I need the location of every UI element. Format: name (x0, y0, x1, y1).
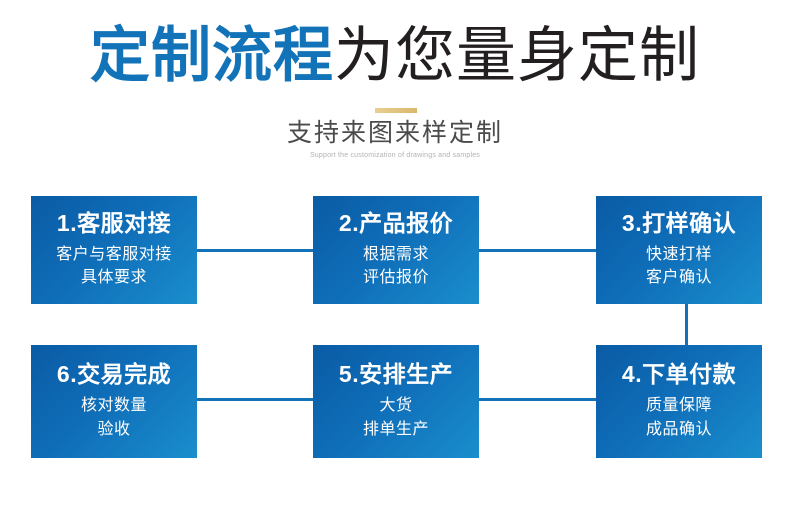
page-title-accent: 定制流程 (90, 22, 334, 89)
connector-step5-step6 (190, 398, 320, 401)
flow-step-1[interactable]: 1.客服对接 客户与客服对接 具体要求 (31, 196, 197, 304)
flow-step-3-desc-line1: 快速打样 (645, 245, 712, 263)
flow-step-4-title: 4.下单付款 (621, 361, 737, 388)
flow-step-2-desc: 根据需求 评估报价 (363, 243, 429, 289)
flow-step-5-desc-line2: 排单生产 (362, 420, 429, 438)
flow-step-4[interactable]: 4.下单付款 质量保障 成品确认 (596, 345, 762, 458)
flow-step-6-desc-line1: 核对数量 (80, 397, 147, 415)
connector-step3-step4 (685, 298, 688, 350)
flow-step-6-desc: 核对数量 验收 (81, 394, 147, 440)
flow-step-2[interactable]: 2.产品报价 根据需求 评估报价 (313, 196, 479, 304)
flow-step-3[interactable]: 3.打样确认 快速打样 客户确认 (596, 196, 762, 304)
connector-step1-step2 (190, 249, 320, 252)
flow-step-3-title: 3.打样确认 (621, 209, 737, 236)
flow-step-2-title: 2.产品报价 (338, 209, 454, 236)
title-divider (375, 108, 417, 113)
flow-step-6-desc-line2: 验收 (97, 420, 131, 438)
flow-step-2-desc-line1: 根据需求 (362, 245, 429, 263)
flow-step-5-desc: 大货 排单生产 (363, 394, 429, 440)
flow-step-6[interactable]: 6.交易完成 核对数量 验收 (31, 345, 197, 458)
flow-step-3-desc-line2: 客户确认 (645, 269, 712, 287)
connector-step4-step5 (472, 398, 603, 401)
flow-step-2-desc-line2: 评估报价 (362, 269, 429, 287)
page-subtitle: 支持来图来样定制 (286, 119, 503, 147)
connector-step2-step3 (472, 249, 603, 252)
flow-step-1-desc: 客户与客服对接 具体要求 (56, 243, 172, 289)
page-title: 定制流程为您量身定制 (0, 26, 790, 86)
page-subtitle-english: Support the customization of drawings an… (309, 152, 481, 159)
page-title-rest: 为您量身定制 (334, 22, 700, 89)
flow-step-1-desc-line2: 具体要求 (80, 269, 147, 287)
flow-step-5[interactable]: 5.安排生产 大货 排单生产 (313, 345, 479, 458)
flow-step-4-desc-line1: 质量保障 (645, 397, 712, 415)
flow-step-1-desc-line1: 客户与客服对接 (56, 245, 172, 263)
flow-step-4-desc: 质量保障 成品确认 (646, 394, 712, 440)
flow-step-5-desc-line1: 大货 (379, 397, 413, 415)
flow-step-3-desc: 快速打样 客户确认 (646, 243, 712, 289)
flow-step-6-title: 6.交易完成 (56, 361, 172, 388)
flow-step-5-title: 5.安排生产 (338, 361, 454, 388)
flow-step-4-desc-line2: 成品确认 (645, 420, 712, 438)
flow-step-1-title: 1.客服对接 (56, 209, 172, 236)
